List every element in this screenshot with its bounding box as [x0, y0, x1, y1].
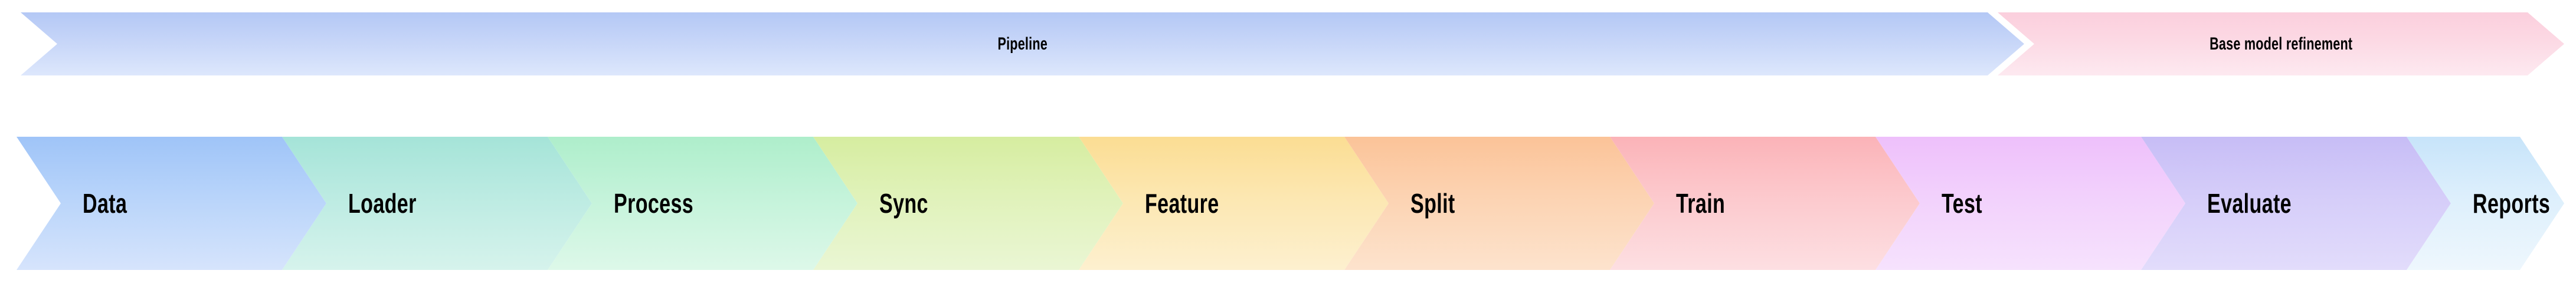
stage-label-test: Test: [1942, 188, 1982, 219]
banner-label-pipeline: Pipeline: [997, 34, 1048, 54]
stage-label-evaluate: Evaluate: [2207, 188, 2292, 219]
banner-label-base-model-refinement: Base model refinement: [2209, 34, 2353, 54]
stage-chevron-loader[interactable]: Loader: [282, 137, 592, 270]
stage-label-train: Train: [1676, 188, 1726, 219]
stage-chevron-process[interactable]: Process: [548, 137, 857, 270]
stage-chevron-train[interactable]: Train: [1610, 137, 1920, 270]
stage-chevron-data[interactable]: Data: [17, 137, 326, 270]
stage-chevron-feature[interactable]: Feature: [1079, 137, 1389, 270]
stage-label-loader: Loader: [348, 188, 417, 219]
stage-chevron-sync[interactable]: Sync: [813, 137, 1123, 270]
stage-label-process: Process: [614, 188, 694, 219]
stage-label-sync: Sync: [879, 188, 928, 219]
banner-chevron-base-model-refinement[interactable]: Base model refinement: [1998, 12, 2564, 75]
stage-chevron-test[interactable]: Test: [1875, 137, 2185, 270]
stage-label-data: Data: [83, 188, 127, 219]
stage-label-reports: Reports: [2473, 188, 2551, 219]
stage-label-feature: Feature: [1145, 188, 1219, 219]
banner-row: Pipeline Base model refinement: [0, 12, 2576, 75]
stage-label-split: Split: [1410, 188, 1455, 219]
stage-row: Data Loader Process Sync Feature Split T…: [0, 137, 2576, 270]
banner-chevron-pipeline[interactable]: Pipeline: [21, 12, 2024, 75]
stage-chevron-evaluate[interactable]: Evaluate: [2141, 137, 2451, 270]
stage-chevron-split[interactable]: Split: [1344, 137, 1654, 270]
